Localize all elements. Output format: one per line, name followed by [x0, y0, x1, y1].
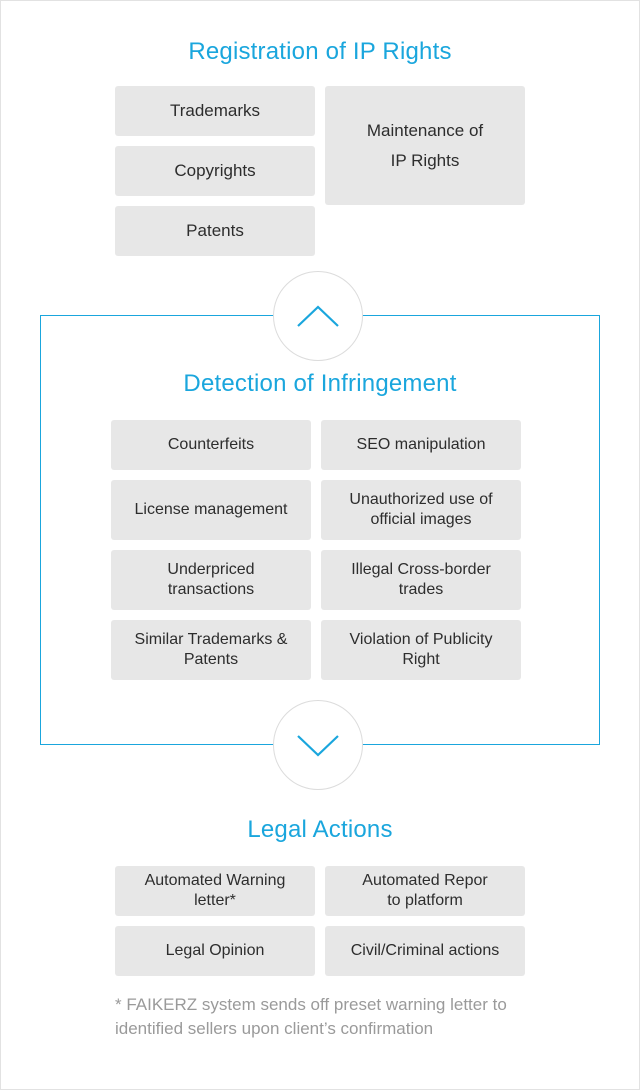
- similar-trademarks-box: Similar Trademarks & Patents: [111, 620, 311, 680]
- warning-letter-box: Automated Warning letter*: [115, 866, 315, 916]
- registration-title: Registration of IP Rights: [188, 38, 452, 65]
- maintenance-box: Maintenance of IP Rights: [325, 86, 525, 205]
- chevron-up-circle: [273, 271, 363, 361]
- copyrights-box: Copyrights: [115, 146, 315, 196]
- patents-box: Patents: [115, 206, 315, 256]
- seo-manipulation-box: SEO manipulation: [321, 420, 521, 470]
- counterfeits-box: Counterfeits: [111, 420, 311, 470]
- publicity-right-box: Violation of Publicity Right: [321, 620, 521, 680]
- chevron-down-circle: [273, 700, 363, 790]
- detection-title: Detection of Infringement: [183, 370, 457, 397]
- license-management-box: License management: [111, 480, 311, 540]
- report-to-platform-box: Automated Repor to platform: [325, 866, 525, 916]
- unauthorized-images-box: Unauthorized use of official images: [321, 480, 521, 540]
- cross-border-trades-box: Illegal Cross-border trades: [321, 550, 521, 610]
- trademarks-box: Trademarks: [115, 86, 315, 136]
- footnote: * FAIKERZ system sends off preset warnin…: [115, 995, 507, 1038]
- civil-criminal-box: Civil/Criminal actions: [325, 926, 525, 976]
- chevron-down-icon: [297, 735, 339, 757]
- legal-opinion-box: Legal Opinion: [115, 926, 315, 976]
- legal-title: Legal Actions: [247, 816, 393, 843]
- chevron-up-icon: [297, 305, 339, 327]
- underpriced-transactions-box: Underpriced transactions: [111, 550, 311, 610]
